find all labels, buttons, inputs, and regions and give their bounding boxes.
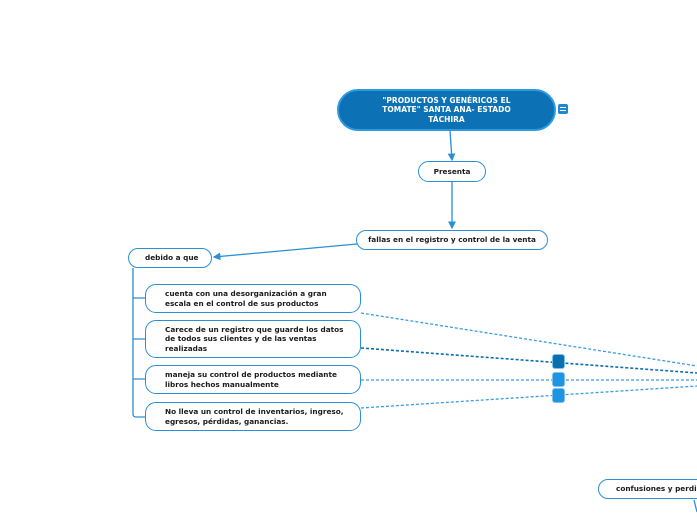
root-topic[interactable]: "PRODUCTOS Y GENÉRICOS EL TOMATE" SANTA … (337, 89, 556, 131)
node-debido-label: debido a que (145, 253, 199, 263)
tree-bracket (132, 268, 145, 418)
node-cause-3[interactable]: maneja su control de productos mediante … (145, 365, 361, 394)
relation-line-4 (360, 385, 697, 409)
node-presenta[interactable]: Presenta (418, 161, 486, 182)
root-topic-title: "PRODUCTOS Y GENÉRICOS EL TOMATE" SANTA … (382, 95, 511, 124)
relation-line-1 (360, 312, 697, 367)
node-debido-a-que[interactable]: debido a que (128, 248, 212, 268)
relation-handle-3[interactable] (552, 388, 565, 403)
node-cause-4-label: No lleva un control de inventarios, ingr… (165, 406, 344, 426)
node-consecuencia[interactable]: confusiones y perdidas (598, 479, 697, 499)
relation-handle-1[interactable] (552, 354, 565, 369)
link-fallas-debido (212, 243, 358, 261)
node-fallas[interactable]: fallas en el registro y control de la ve… (356, 230, 548, 250)
node-presenta-label: Presenta (433, 166, 471, 176)
node-cause-1-label: cuenta con una desorganización a gran es… (165, 288, 327, 308)
link-root-presenta (447, 130, 456, 162)
node-cause-4[interactable]: No lleva un control de inventarios, ingr… (145, 402, 361, 431)
relation-line-2 (360, 347, 697, 374)
note-icon[interactable] (558, 104, 568, 114)
relation-handle-2[interactable] (552, 372, 565, 387)
node-cause-3-label: maneja su control de productos mediante … (165, 369, 337, 389)
node-consecuencia-label: confusiones y perdidas (616, 484, 697, 494)
node-cause-2[interactable]: Carece de un registro que guarde los dat… (145, 320, 361, 358)
node-cause-1[interactable]: cuenta con una desorganización a gran es… (145, 284, 361, 313)
node-fallas-label: fallas en el registro y control de la ve… (368, 235, 536, 245)
node-cause-2-label: Carece de un registro que guarde los dat… (165, 324, 344, 353)
